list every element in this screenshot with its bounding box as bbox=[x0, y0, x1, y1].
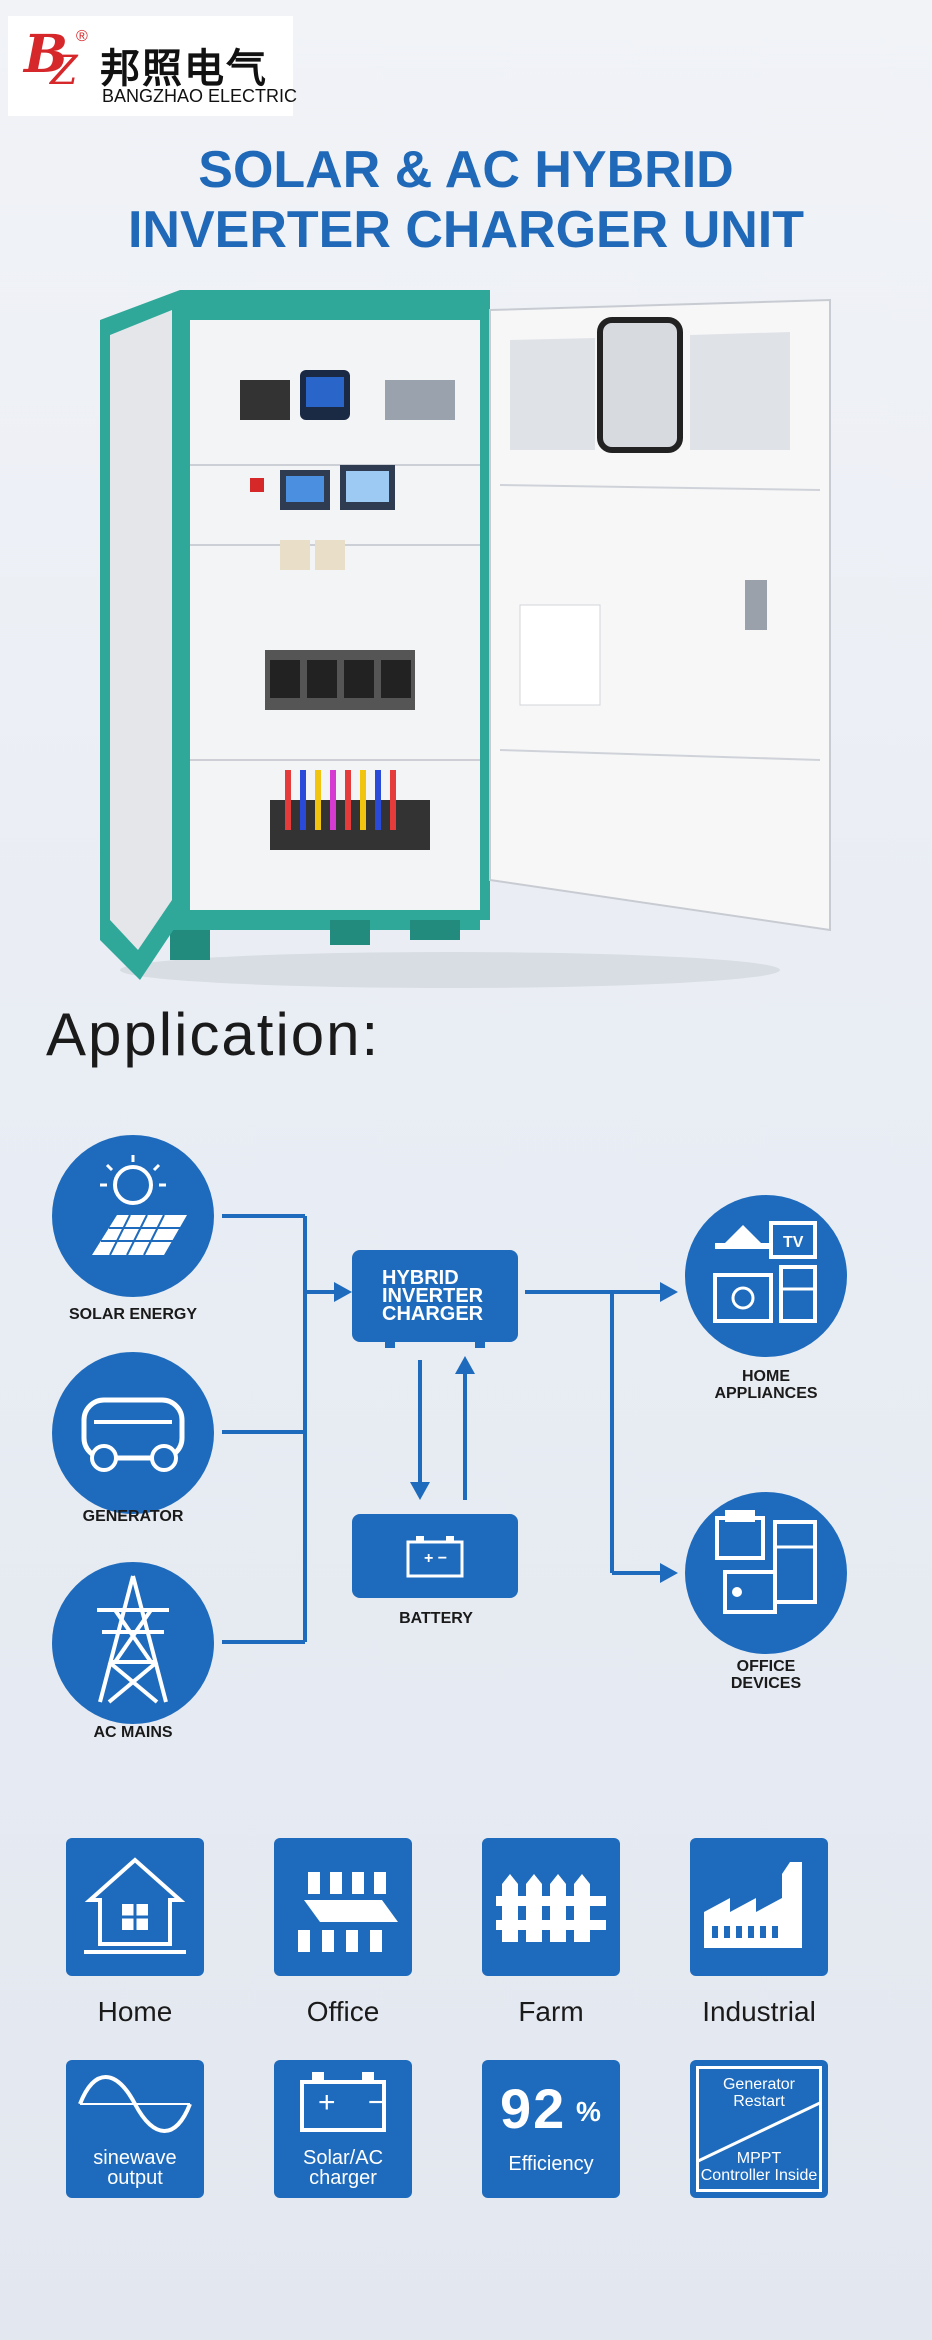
brand-logo-panel bbox=[8, 16, 293, 116]
svg-text:B: B bbox=[22, 24, 68, 85]
mppt-tile: Generator Restart MPPT Controller Inside bbox=[690, 2060, 828, 2198]
solar-energy-node bbox=[52, 1135, 214, 1297]
office-devices-node bbox=[685, 1492, 847, 1654]
page-title-line2: INVERTER CHARGER UNIT bbox=[127, 201, 805, 259]
meeting-room-icon bbox=[298, 1872, 398, 1952]
home-label: Home bbox=[97, 1996, 173, 2027]
efficiency-unit: % bbox=[576, 2096, 601, 2127]
farm-label: Farm bbox=[518, 1996, 584, 2027]
charger-tile: + − Solar/AC charger bbox=[274, 2060, 412, 2198]
battery-icon bbox=[406, 1536, 464, 1578]
home-appliances-label-1: HOME bbox=[742, 1368, 790, 1385]
mppt-bottom-line2: Controller Inside bbox=[700, 2167, 818, 2184]
house-icon bbox=[84, 1857, 186, 1954]
battery-charger-icon bbox=[300, 2072, 386, 2132]
hybrid-line3: CHARGER bbox=[382, 1303, 484, 1325]
sinewave-line1: sinewave bbox=[93, 2147, 177, 2169]
office-devices-label-1: OFFICE bbox=[736, 1658, 796, 1675]
mppt-frame bbox=[696, 2066, 822, 2192]
sinewave-line2: output bbox=[107, 2167, 163, 2189]
brand-name-en: BANGZHAO ELECTRIC bbox=[102, 86, 298, 106]
box-foot-right bbox=[475, 1340, 485, 1348]
tv-text: TV bbox=[783, 1234, 804, 1251]
factory-icon bbox=[704, 1862, 802, 1948]
home-appliances-label-2: APPLIANCES bbox=[714, 1385, 818, 1402]
home-appliances-icon: TV bbox=[713, 1221, 817, 1323]
mppt-bottom-line1: MPPT bbox=[736, 2150, 782, 2167]
flow-connectors bbox=[222, 1214, 678, 1644]
industrial-tile bbox=[690, 1838, 828, 1976]
fence-icon bbox=[496, 1874, 606, 1942]
efficiency-label: Efficiency bbox=[508, 2153, 594, 2175]
page-title-line1: SOLAR & AC HYBRID bbox=[198, 141, 734, 199]
sinewave-icon bbox=[78, 2075, 192, 2133]
power-tower-icon bbox=[97, 1575, 169, 1704]
efficiency-value: 92 bbox=[500, 2077, 567, 2140]
generator-label: GENERATOR bbox=[82, 1508, 184, 1525]
application-heading: Application: bbox=[46, 1001, 381, 1068]
ac-mains-label: AC MAINS bbox=[93, 1724, 173, 1741]
svg-text:Z: Z bbox=[48, 48, 79, 90]
box-foot-left bbox=[385, 1340, 395, 1348]
hybrid-line1: HYBRID bbox=[382, 1267, 459, 1289]
charger-symbols: + − bbox=[318, 2086, 398, 2119]
charger-line1: Solar/AC bbox=[302, 2147, 384, 2169]
office-devices-label-2: DEVICES bbox=[730, 1675, 802, 1692]
generator-icon bbox=[81, 1397, 185, 1472]
battery-box: + − bbox=[352, 1514, 518, 1598]
solar-energy-label: SOLAR ENERGY bbox=[68, 1306, 197, 1323]
mppt-top-line2: Restart bbox=[733, 2093, 785, 2110]
ac-mains-node bbox=[52, 1562, 214, 1724]
registered-mark: ® bbox=[76, 28, 88, 45]
inverter-cabinet-illustration bbox=[100, 290, 831, 988]
home-tile bbox=[66, 1838, 204, 1976]
mppt-top-line1: Generator bbox=[722, 2076, 796, 2093]
bz-logo-icon: B Z bbox=[22, 24, 79, 90]
charger-line2: charger bbox=[309, 2167, 377, 2189]
office-devices-icon bbox=[715, 1510, 817, 1614]
office-tile bbox=[274, 1838, 412, 1976]
industrial-label: Industrial bbox=[702, 1996, 816, 2027]
generator-node bbox=[52, 1352, 214, 1514]
sinewave-tile: sinewave output bbox=[66, 2060, 204, 2198]
hybrid-inverter-charger-box: HYBRID INVERTER CHARGER bbox=[352, 1250, 518, 1342]
home-appliances-node: TV bbox=[685, 1195, 847, 1357]
solar-panel-icon bbox=[92, 1155, 187, 1256]
efficiency-tile: 92 % Efficiency bbox=[482, 2060, 620, 2198]
brand-name-cn: 邦照电气 bbox=[100, 46, 268, 92]
hybrid-line2: INVERTER bbox=[382, 1285, 484, 1307]
mppt-divider-icon bbox=[696, 2100, 822, 2164]
farm-tile bbox=[482, 1838, 620, 1976]
office-label: Office bbox=[306, 1996, 380, 2027]
battery-symbols: + − bbox=[424, 1550, 448, 1567]
battery-label: BATTERY bbox=[399, 1610, 473, 1627]
